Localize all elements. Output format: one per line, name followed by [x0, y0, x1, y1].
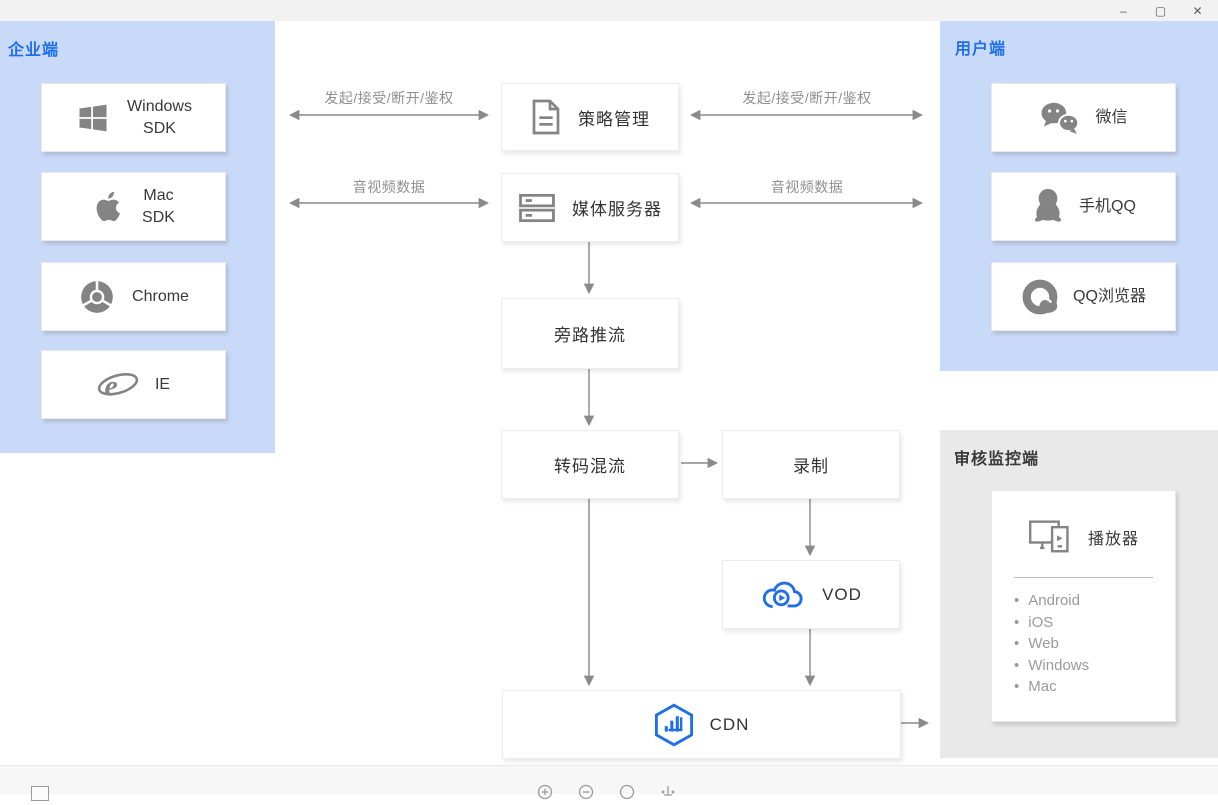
- user-item-wechat[interactable]: 微信: [991, 83, 1176, 152]
- user-item-mobile-qq[interactable]: 手机QQ: [991, 172, 1176, 241]
- close-icon[interactable]: ✕: [1192, 3, 1203, 18]
- cdn-hexagon-icon: [654, 703, 694, 747]
- node-label: VOD: [822, 584, 862, 604]
- server-icon: [518, 192, 556, 224]
- node-record[interactable]: 录制: [722, 430, 900, 499]
- edge-label-signal-right: 发起/接受/断开/鉴权: [742, 90, 872, 106]
- node-label: 录制: [793, 457, 829, 476]
- node-policy[interactable]: 策略管理: [501, 83, 679, 151]
- platform-item: iOS: [1014, 612, 1175, 634]
- window-controls: – ▢ ✕: [1105, 0, 1216, 21]
- wechat-icon: [1039, 100, 1081, 136]
- node-cdn[interactable]: CDN: [502, 690, 901, 759]
- thumbnail-icon[interactable]: [31, 786, 49, 801]
- audit-panel-title: 审核监控端: [954, 451, 1040, 468]
- titlebar: – ▢ ✕: [0, 0, 1218, 21]
- node-label: 旁路推流: [554, 326, 626, 345]
- platform-item: Android: [1014, 590, 1175, 612]
- enterprise-item-chrome[interactable]: Chrome: [41, 262, 226, 331]
- document-icon: [530, 98, 562, 136]
- enterprise-item-label: Windows SDK: [127, 97, 192, 137]
- user-panel-title: 用户端: [955, 41, 1007, 58]
- player-card[interactable]: 播放器 Android iOS Web Windows Mac: [991, 490, 1176, 722]
- platform-list: Android iOS Web Windows Mac: [992, 590, 1175, 698]
- apple-icon: [92, 188, 126, 226]
- edge-label-signal-left: 发起/接受/断开/鉴权: [324, 90, 454, 106]
- platform-item: Mac: [1014, 676, 1175, 698]
- enterprise-item-label: Chrome: [132, 287, 189, 305]
- node-transcode-mix[interactable]: 转码混流: [501, 430, 679, 499]
- enterprise-item-ie[interactable]: e IE: [41, 350, 226, 419]
- node-label: 转码混流: [554, 457, 626, 476]
- enterprise-item-label: IE: [154, 375, 171, 393]
- maximize-icon[interactable]: ▢: [1154, 3, 1167, 18]
- zoom-out-icon[interactable]: [578, 784, 594, 800]
- node-vod[interactable]: VOD: [722, 560, 900, 629]
- edge-label-av-left: 音视频数据: [352, 179, 426, 195]
- node-label: CDN: [709, 714, 750, 734]
- chrome-icon: [78, 278, 116, 316]
- qq-browser-icon: [1021, 278, 1059, 316]
- minimize-icon[interactable]: –: [1120, 3, 1127, 18]
- player-divider: [1014, 577, 1153, 578]
- vod-cloud-icon: [760, 577, 806, 613]
- bottom-toolbar: [0, 765, 1218, 801]
- platform-item: Web: [1014, 633, 1175, 655]
- node-label: 策略管理: [578, 109, 650, 129]
- windows-icon: [75, 100, 111, 136]
- ie-icon: e: [97, 366, 139, 404]
- fit-icon[interactable]: [660, 784, 676, 800]
- user-item-label: QQ浏览器: [1073, 287, 1146, 305]
- enterprise-item-mac-sdk[interactable]: Mac SDK: [41, 172, 226, 241]
- user-item-label: 微信: [1095, 108, 1128, 126]
- enterprise-panel-title: 企业端: [8, 42, 60, 59]
- svg-text:e: e: [104, 369, 117, 402]
- qq-icon: [1031, 187, 1065, 227]
- zoom-tools: [537, 784, 676, 800]
- edge-label-av-right: 音视频数据: [770, 179, 844, 195]
- player-header: 播放器: [992, 497, 1175, 577]
- node-media-server[interactable]: 媒体服务器: [501, 173, 679, 242]
- user-item-label: 手机QQ: [1079, 197, 1136, 215]
- player-icon: [1028, 518, 1074, 556]
- platform-item: Windows: [1014, 655, 1175, 677]
- node-label: 媒体服务器: [572, 200, 662, 219]
- player-label: 播放器: [1087, 531, 1139, 548]
- enterprise-item-windows-sdk[interactable]: Windows SDK: [41, 83, 226, 152]
- node-bypass-stream[interactable]: 旁路推流: [501, 298, 679, 369]
- reset-icon[interactable]: [619, 784, 635, 800]
- zoom-in-icon[interactable]: [537, 784, 553, 800]
- enterprise-item-label: Mac SDK: [142, 186, 175, 226]
- user-item-qq-browser[interactable]: QQ浏览器: [991, 262, 1176, 331]
